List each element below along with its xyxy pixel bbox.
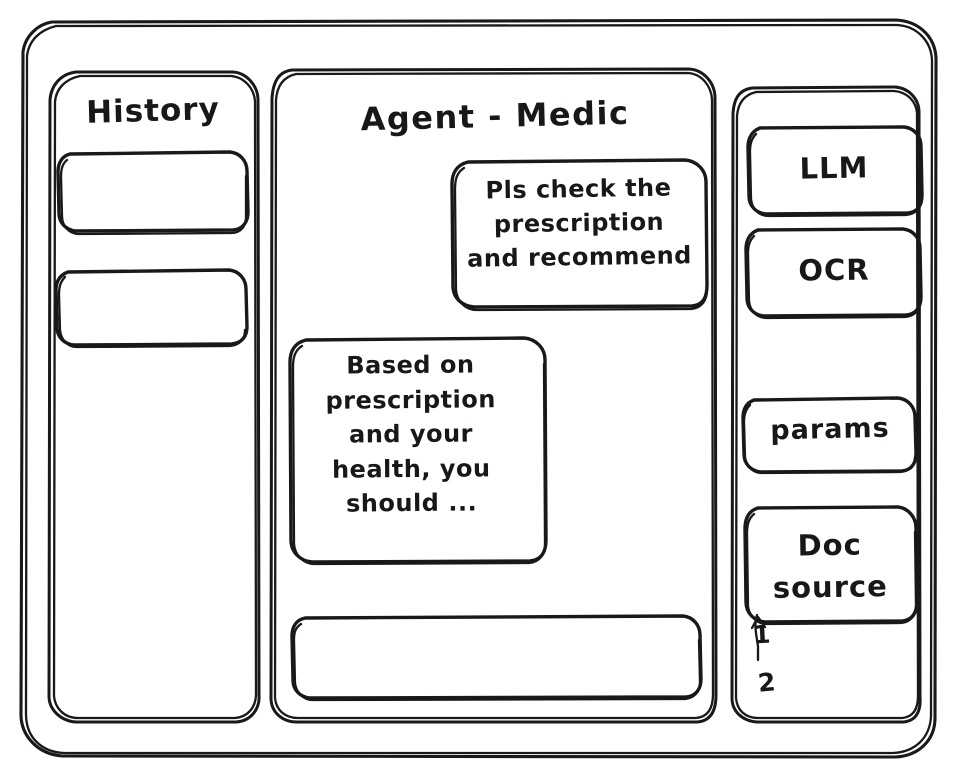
tool-label-doc-source: Doc source <box>772 527 889 605</box>
history-list-item[interactable] <box>58 152 248 232</box>
doc-source-item-1[interactable]: 1 <box>752 619 772 650</box>
tool-label-llm: LLM <box>799 150 869 186</box>
tool-label-params: params <box>769 412 890 447</box>
history-list-item[interactable] <box>56 270 247 346</box>
assistant-message-text: Based on prescription and your health, y… <box>325 350 496 518</box>
history-panel-title: History <box>85 91 221 131</box>
page-title: Agent - Medic <box>360 93 630 139</box>
tool-label-ocr: OCR <box>798 252 870 288</box>
doc-source-item-2[interactable]: 2 <box>756 667 777 698</box>
user-message-text: Pls check the prescription and recommend <box>466 173 693 273</box>
message-input[interactable] <box>292 616 701 700</box>
